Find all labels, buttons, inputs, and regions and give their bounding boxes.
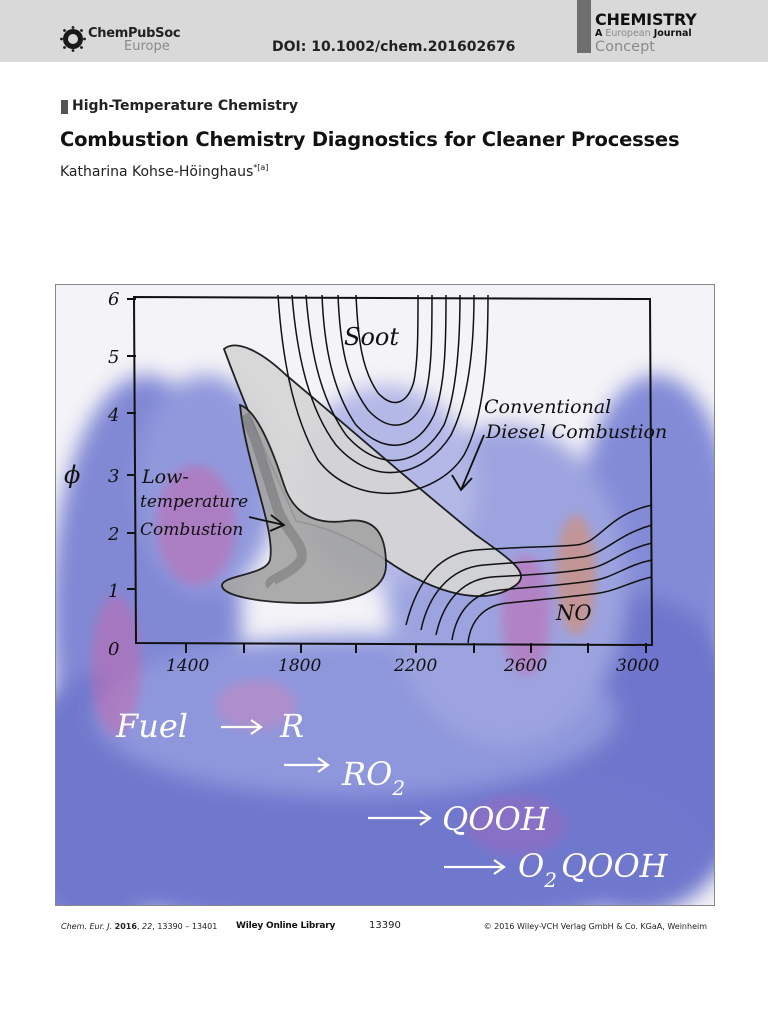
author-line: Katharina Kohse-Höinghaus*[a] xyxy=(60,163,268,180)
article-title: Combustion Chemistry Diagnostics for Cle… xyxy=(60,128,680,151)
reaction-r: R xyxy=(279,707,304,745)
wiley-online-library-link[interactable]: Wiley Online Library xyxy=(236,921,336,931)
soot-contours xyxy=(277,294,489,495)
y-tick-label: 6 xyxy=(108,289,119,310)
x-tick-label: 1400 xyxy=(166,656,209,676)
journal-accent-bar xyxy=(577,0,591,53)
footer-citation: Chem. Eur. J. 2016, 22, 13390 – 13401 xyxy=(61,922,218,931)
journal-sub-european: European xyxy=(605,28,651,39)
journal-title: CHEMISTRY xyxy=(595,10,697,29)
y-tick-label: 0 xyxy=(108,639,119,660)
x-tick-label: 2600 xyxy=(503,656,547,676)
reaction-o2qooh-main: QOOH xyxy=(561,847,669,885)
no-contours xyxy=(405,504,653,644)
conventional-arrow xyxy=(451,434,485,492)
reaction-arrows xyxy=(221,719,506,875)
annotation-arrows xyxy=(248,434,485,532)
low-temp-arrow xyxy=(248,514,286,532)
copyright-notice: © 2016 Wiley-VCH Verlag GmbH & Co. KGaA,… xyxy=(483,922,707,931)
reaction-ro2-main: RO xyxy=(341,755,392,793)
publisher-region: Europe xyxy=(124,39,170,54)
plot-frame xyxy=(132,295,654,647)
low-temperature-region xyxy=(221,403,387,604)
figure-canvas: 0 1 2 3 4 5 6 ϕ 1400 1800 2200 2600 3000 xyxy=(56,285,714,905)
x-tick-label: 1800 xyxy=(278,656,321,676)
footer-pages: 13390 – 13401 xyxy=(157,922,218,931)
author-marker[interactable]: *[a] xyxy=(253,163,269,172)
low-temp-label-line2: temperature xyxy=(140,492,248,512)
x-tick-label: 2200 xyxy=(393,656,437,676)
y-axis-ticks xyxy=(127,298,136,590)
figure-labels: Soot Conventional Diesel Combustion Low-… xyxy=(140,323,667,625)
footer-year: 2016 xyxy=(114,922,137,931)
footer-journal-abbrev: Chem. Eur. J. xyxy=(61,922,113,931)
soot-label: Soot xyxy=(344,323,399,351)
graphical-abstract-figure: 0 1 2 3 4 5 6 ϕ 1400 1800 2200 2600 3000 xyxy=(55,284,715,906)
section-label: High-Temperature Chemistry xyxy=(72,98,299,114)
x-axis-ticks xyxy=(185,643,647,653)
reaction-ro2-subscript: 2 xyxy=(391,776,405,800)
reaction-ro2: RO2 xyxy=(341,755,405,800)
journal-subtitle: A European Journal xyxy=(595,28,692,39)
conventional-label-line2: Diesel Combustion xyxy=(485,421,667,443)
footer-volume: 22 xyxy=(142,922,153,931)
x-tick-labels: 1400 1800 2200 2600 3000 xyxy=(166,656,659,676)
painted-background xyxy=(56,285,714,905)
y-axis-label: ϕ xyxy=(64,461,80,489)
no-label: NO xyxy=(555,601,592,625)
journal-header: ChemPubSoc Europe DOI: 10.1002/chem.2016… xyxy=(0,0,768,62)
chempubsoc-logo-icon xyxy=(60,26,86,52)
y-tick-labels: 0 1 2 3 4 5 6 xyxy=(107,289,119,660)
article-type: Concept xyxy=(595,39,655,55)
y-tick-label: 5 xyxy=(108,347,119,368)
doi-link[interactable]: DOI: 10.1002/chem.201602676 xyxy=(272,39,516,55)
conventional-label-line1: Conventional xyxy=(484,396,611,418)
phi-temperature-plot xyxy=(132,295,654,647)
y-tick-label: 4 xyxy=(107,405,119,426)
section-marker xyxy=(61,100,68,114)
page-footer: Chem. Eur. J. 2016, 22, 13390 – 13401 Wi… xyxy=(0,920,768,936)
y-tick-label: 3 xyxy=(108,466,119,487)
x-tick-label: 3000 xyxy=(616,656,659,676)
low-temp-label-line3: Combustion xyxy=(140,520,243,540)
author-name[interactable]: Katharina Kohse-Höinghaus xyxy=(60,164,254,180)
reaction-o2qooh-prefix: O xyxy=(518,847,544,885)
reaction-o2qooh-subscript: 2 xyxy=(543,868,557,892)
reaction-qooh: QOOH xyxy=(442,800,550,838)
reaction-fuel: Fuel xyxy=(115,707,188,745)
y-tick-label: 1 xyxy=(108,581,119,602)
journal-sub-journal: Journal xyxy=(653,28,692,39)
low-temp-label-line1: Low- xyxy=(141,466,189,488)
journal-sub-a: A xyxy=(595,28,603,39)
page-number: 13390 xyxy=(369,920,401,931)
y-tick-label: 2 xyxy=(107,524,119,545)
publisher-name: ChemPubSoc xyxy=(88,26,181,41)
